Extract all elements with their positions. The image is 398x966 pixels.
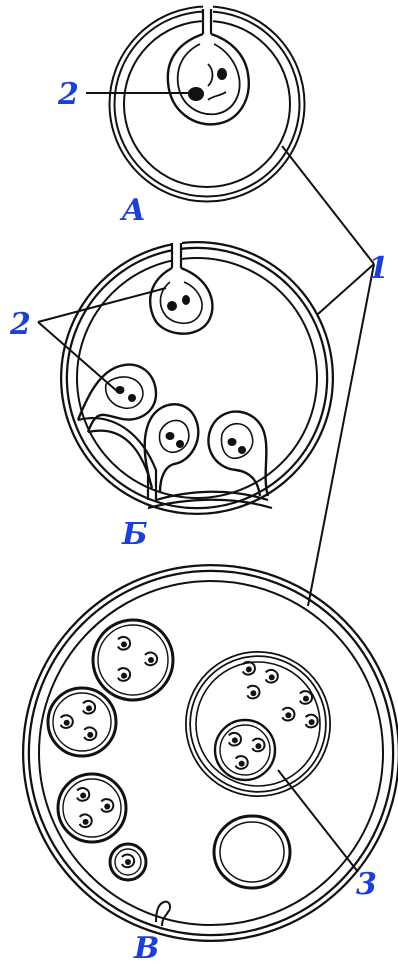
panel-v-inner-wall <box>39 581 383 925</box>
gonidium-nucleus <box>64 720 70 726</box>
daughter-colony <box>229 733 265 769</box>
daughter-colony <box>110 844 146 880</box>
panel-b-outer-wall-core <box>64 245 330 511</box>
panel-b-right-nucleus-2 <box>238 446 246 454</box>
panel-v-grand-daughter <box>215 720 275 780</box>
panel-v-bottom-right-colony-inner <box>220 822 284 882</box>
gonidium-nucleus <box>255 743 261 749</box>
panel-a-drawing <box>112 4 302 199</box>
panel-b-right-bud-inner <box>221 424 252 459</box>
daughter-colony-wall <box>48 688 116 756</box>
leader-2-b-1 <box>38 288 166 322</box>
panel-label-a: A <box>122 196 145 226</box>
callout-3: 3 <box>356 870 377 900</box>
panel-v-drawing <box>26 568 396 938</box>
daughter-colony <box>93 620 173 700</box>
panel-a-outer-wall-core <box>112 9 302 199</box>
gonidium-nucleus <box>309 719 315 725</box>
gonidium-nucleus <box>83 819 89 825</box>
gonidium-nucleus <box>121 673 127 679</box>
gonidium-nucleus <box>285 712 291 718</box>
callout-2-middle: 2 <box>10 310 31 340</box>
callout-1: 1 <box>368 254 389 284</box>
gonidium-nucleus <box>87 732 93 738</box>
panel-b-top-nucleus-1 <box>167 301 177 311</box>
gonidium-nucleus <box>250 690 256 696</box>
gonidium-nucleus <box>303 696 309 702</box>
daughter-colony <box>58 774 126 842</box>
gonidium-nucleus <box>125 859 131 865</box>
daughter-colony <box>48 688 116 756</box>
panel-v-bottom-right-colony <box>214 816 290 888</box>
panel-a-sac-inner <box>178 44 240 114</box>
panel-b-left-nucleus-2 <box>128 394 136 402</box>
panel-v-bottom-bud <box>156 902 170 926</box>
panel-b-left-bud <box>78 365 156 432</box>
panel-b-left-bud-inner <box>106 377 143 408</box>
gonidium-nucleus <box>80 793 86 799</box>
gonidium-nucleus <box>269 674 275 680</box>
callout-2-top: 2 <box>58 80 79 110</box>
gonidium-nucleus <box>246 666 252 672</box>
panel-b-middle-nucleus-1 <box>166 432 175 440</box>
gonidium-nucleus <box>86 705 92 711</box>
panel-b-middle-bud <box>145 404 199 492</box>
daughter-colony <box>243 662 278 699</box>
panel-b-middle-nucleus-2 <box>176 440 184 448</box>
panel-label-v: В <box>134 934 159 964</box>
daughter-colony-inner <box>53 693 111 751</box>
panel-v-outer-wall <box>26 568 396 938</box>
panel-label-b: Б <box>122 520 148 550</box>
panel-b-top-nucleus-2 <box>182 295 190 305</box>
daughter-colony-wall <box>93 620 173 700</box>
gonidium-nucleus <box>232 737 238 743</box>
panel-a-nucleus-2 <box>217 68 227 80</box>
gonidium-nucleus <box>121 641 127 647</box>
daughter-colony <box>282 691 317 727</box>
gonidium-nucleus <box>104 804 110 810</box>
gonidium-nucleus <box>148 657 154 663</box>
gonidium-nucleus <box>239 761 245 767</box>
panel-a-inner-wall <box>124 21 290 187</box>
leader-1-a <box>282 146 374 264</box>
daughter-colony-wall <box>58 774 126 842</box>
panel-b-drawing <box>64 238 330 511</box>
panel-b-right-nucleus-1 <box>228 438 237 446</box>
leader-2-a-dot <box>188 89 196 97</box>
panel-a-sac <box>168 34 249 124</box>
panel-b-inner-wall <box>77 258 317 498</box>
panel-b-top-bud-inner <box>160 282 202 323</box>
